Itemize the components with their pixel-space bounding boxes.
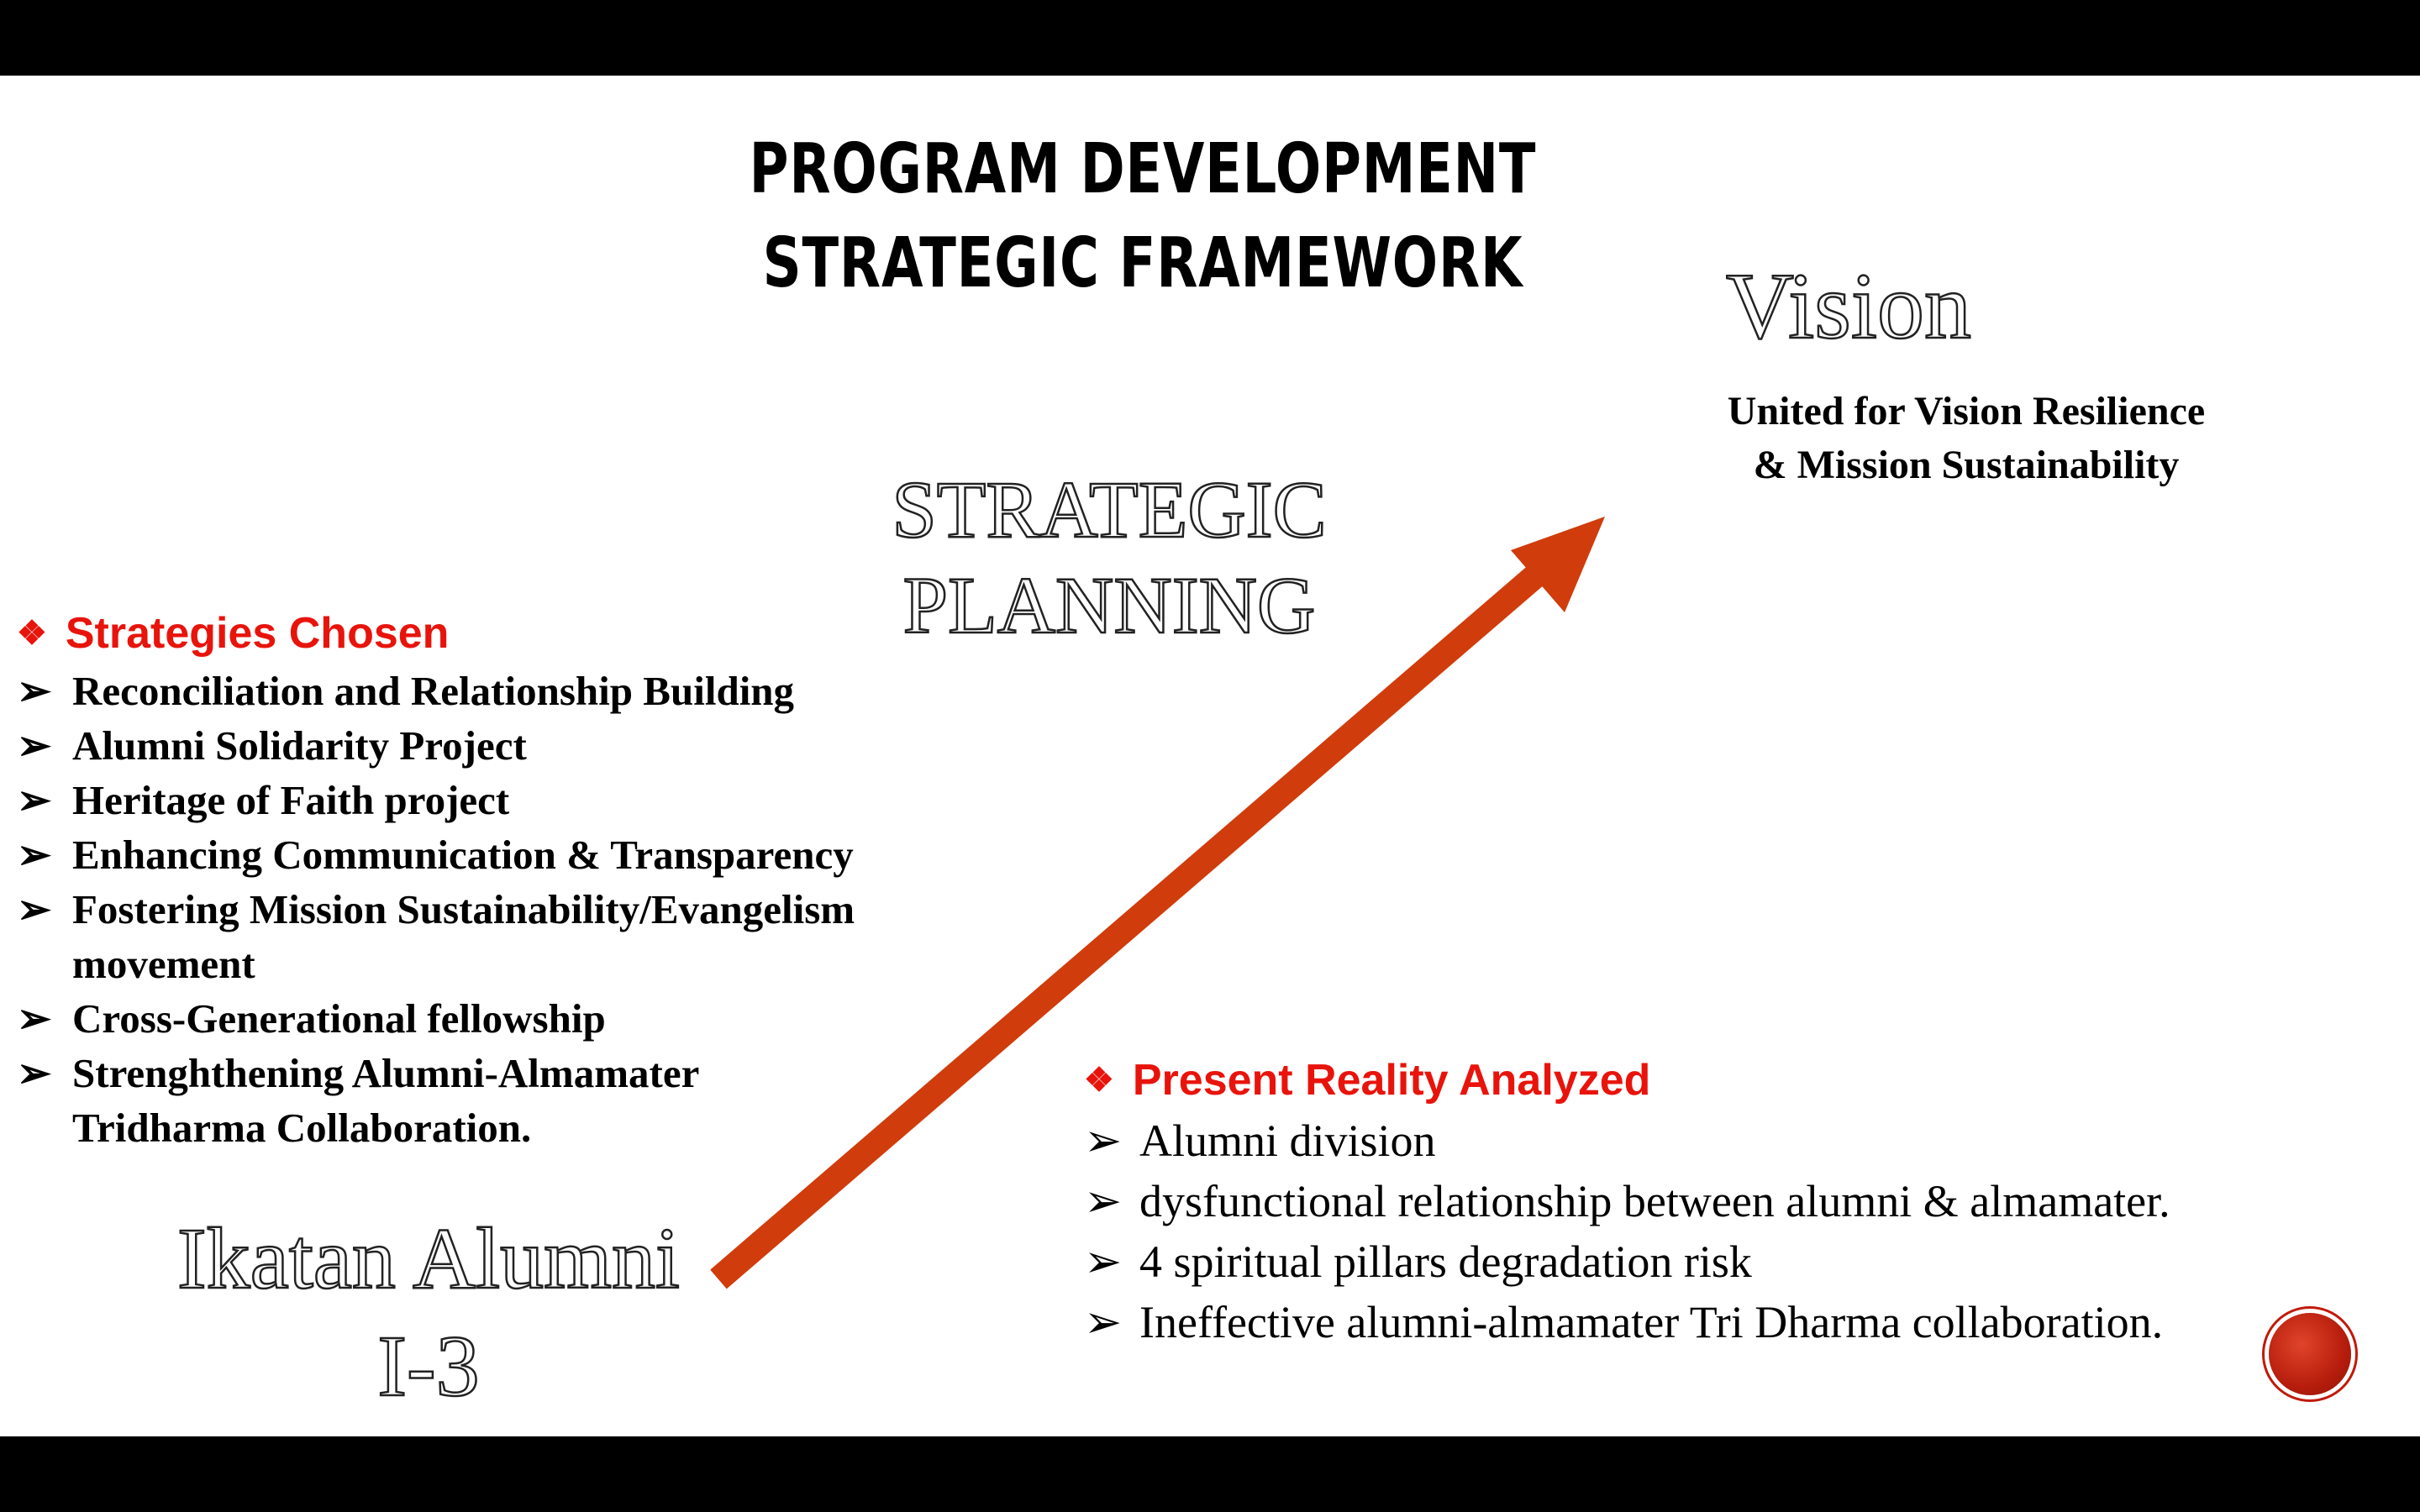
list-item: ➢ Reconciliation and Relationship Buildin… xyxy=(17,664,1092,718)
strategy-text: Enhancing Communication & Transparency xyxy=(72,832,854,878)
arrowhead-bullet-icon: ➢ xyxy=(1084,1116,1123,1166)
reality-text: Ineffective alumni-almamater Tri Dharma … xyxy=(1139,1297,2164,1347)
list-item: ➢ Alumni Solidarity Project xyxy=(17,718,1092,773)
strategy-text: Heritage of Faith project xyxy=(72,777,510,823)
strategic-planning-label: STRATEGIC PLANNING xyxy=(781,462,1437,654)
list-item: ➢ Cross-Generational fellowship xyxy=(17,991,1092,1046)
list-item: ➢ Fostering Mission Sustainability/Evange… xyxy=(17,882,1005,991)
arrowhead-bullet-icon: ➢ xyxy=(17,777,52,823)
strategy-text: Strenghthening Alumni-Almamater Tridharm… xyxy=(72,1050,699,1151)
list-item: ➢ Enhancing Communication & Transparency xyxy=(17,827,1092,882)
diamond-bullet-icon: ❖ xyxy=(1084,1062,1114,1099)
present-reality-heading: ❖ Present Reality Analyzed xyxy=(1084,1050,2395,1110)
strategies-heading: ❖ Strategies Chosen xyxy=(17,603,1092,664)
ikatan-line-2: I-3 xyxy=(376,1317,481,1416)
arrowhead-bullet-icon: ➢ xyxy=(17,668,52,714)
strategy-text: Alumni Solidarity Project xyxy=(72,722,527,769)
strategy-text: Cross-Generational fellowship xyxy=(72,995,606,1042)
vision-line-2: & Mission Sustainability xyxy=(1753,443,2180,487)
vision-heading: Vision xyxy=(1725,254,1972,360)
strategies-list: ➢ Reconciliation and Relationship Buildin… xyxy=(17,664,1092,1155)
strategic-planning-line-2: PLANNING xyxy=(902,559,1316,652)
slide-title: PROGRAM DEVELOPMENT STRATEGIC FRAMEWORK xyxy=(710,123,1576,311)
list-item: ➢ Ineffective alumni-almamater Tri Dharma… xyxy=(1084,1292,2395,1352)
present-reality-list: ➢ Alumni division ➢ dysfunctional relation… xyxy=(1084,1110,2395,1352)
arrow-shaft xyxy=(710,564,1546,1289)
present-reality-section: ❖ Present Reality Analyzed ➢ Alumni divis… xyxy=(1084,1050,2395,1352)
list-item: ➢ Heritage of Faith project xyxy=(17,773,1092,827)
reality-text: Alumni division xyxy=(1139,1116,1436,1166)
strategies-heading-text: Strategies Chosen xyxy=(65,609,450,658)
strategies-section: ❖ Strategies Chosen ➢ Reconciliation and … xyxy=(17,603,1092,1155)
strategy-text: Reconciliation and Relationship Building xyxy=(72,668,795,714)
ikatan-alumni-label: Ikatan Alumni I-3 xyxy=(50,1205,807,1420)
title-line-1: PROGRAM DEVELOPMENT xyxy=(749,129,1537,209)
slide: PROGRAM DEVELOPMENT STRATEGIC FRAMEWORK … xyxy=(0,76,2420,1436)
diamond-bullet-icon: ❖ xyxy=(17,615,47,652)
vision-statement: United for Vision Resilience & Mission S… xyxy=(1597,385,2336,492)
circle-button-icon[interactable] xyxy=(2269,1313,2351,1395)
arrowhead-bullet-icon: ➢ xyxy=(17,722,52,769)
arrowhead-bullet-icon: ➢ xyxy=(17,1050,52,1096)
reality-text: 4 spiritual pillars degradation risk xyxy=(1139,1236,1752,1287)
arrowhead-bullet-icon: ➢ xyxy=(17,832,52,878)
arrowhead-bullet-icon: ➢ xyxy=(1084,1297,1123,1347)
list-item: ➢ dysfunctional relationship between alum… xyxy=(1084,1171,2395,1231)
list-item: ➢ Strenghthening Alumni-Almamater Tridhar… xyxy=(17,1046,829,1155)
list-item: ➢ Alumni division xyxy=(1084,1110,2395,1171)
arrowhead-bullet-icon: ➢ xyxy=(17,886,52,932)
reality-text: dysfunctional relationship between alumn… xyxy=(1139,1176,2170,1226)
diagonal-arrow-icon xyxy=(710,517,1605,1289)
strategic-planning-line-1: STRATEGIC xyxy=(891,464,1328,556)
present-reality-heading-text: Present Reality Analyzed xyxy=(1132,1056,1651,1105)
vision-line-1: United for Vision Resilience xyxy=(1727,389,2206,433)
strategy-text: Fostering Mission Sustainability/Evangel… xyxy=(72,886,855,987)
arrow-head xyxy=(1511,517,1605,612)
arrowhead-bullet-icon: ➢ xyxy=(1084,1236,1123,1287)
list-item: ➢ 4 spiritual pillars degradation risk xyxy=(1084,1231,2395,1292)
title-line-2: STRATEGIC FRAMEWORK xyxy=(762,223,1523,303)
arrowhead-bullet-icon: ➢ xyxy=(17,995,52,1042)
ikatan-line-1: Ikatan Alumni xyxy=(176,1210,681,1309)
arrowhead-bullet-icon: ➢ xyxy=(1084,1176,1123,1226)
